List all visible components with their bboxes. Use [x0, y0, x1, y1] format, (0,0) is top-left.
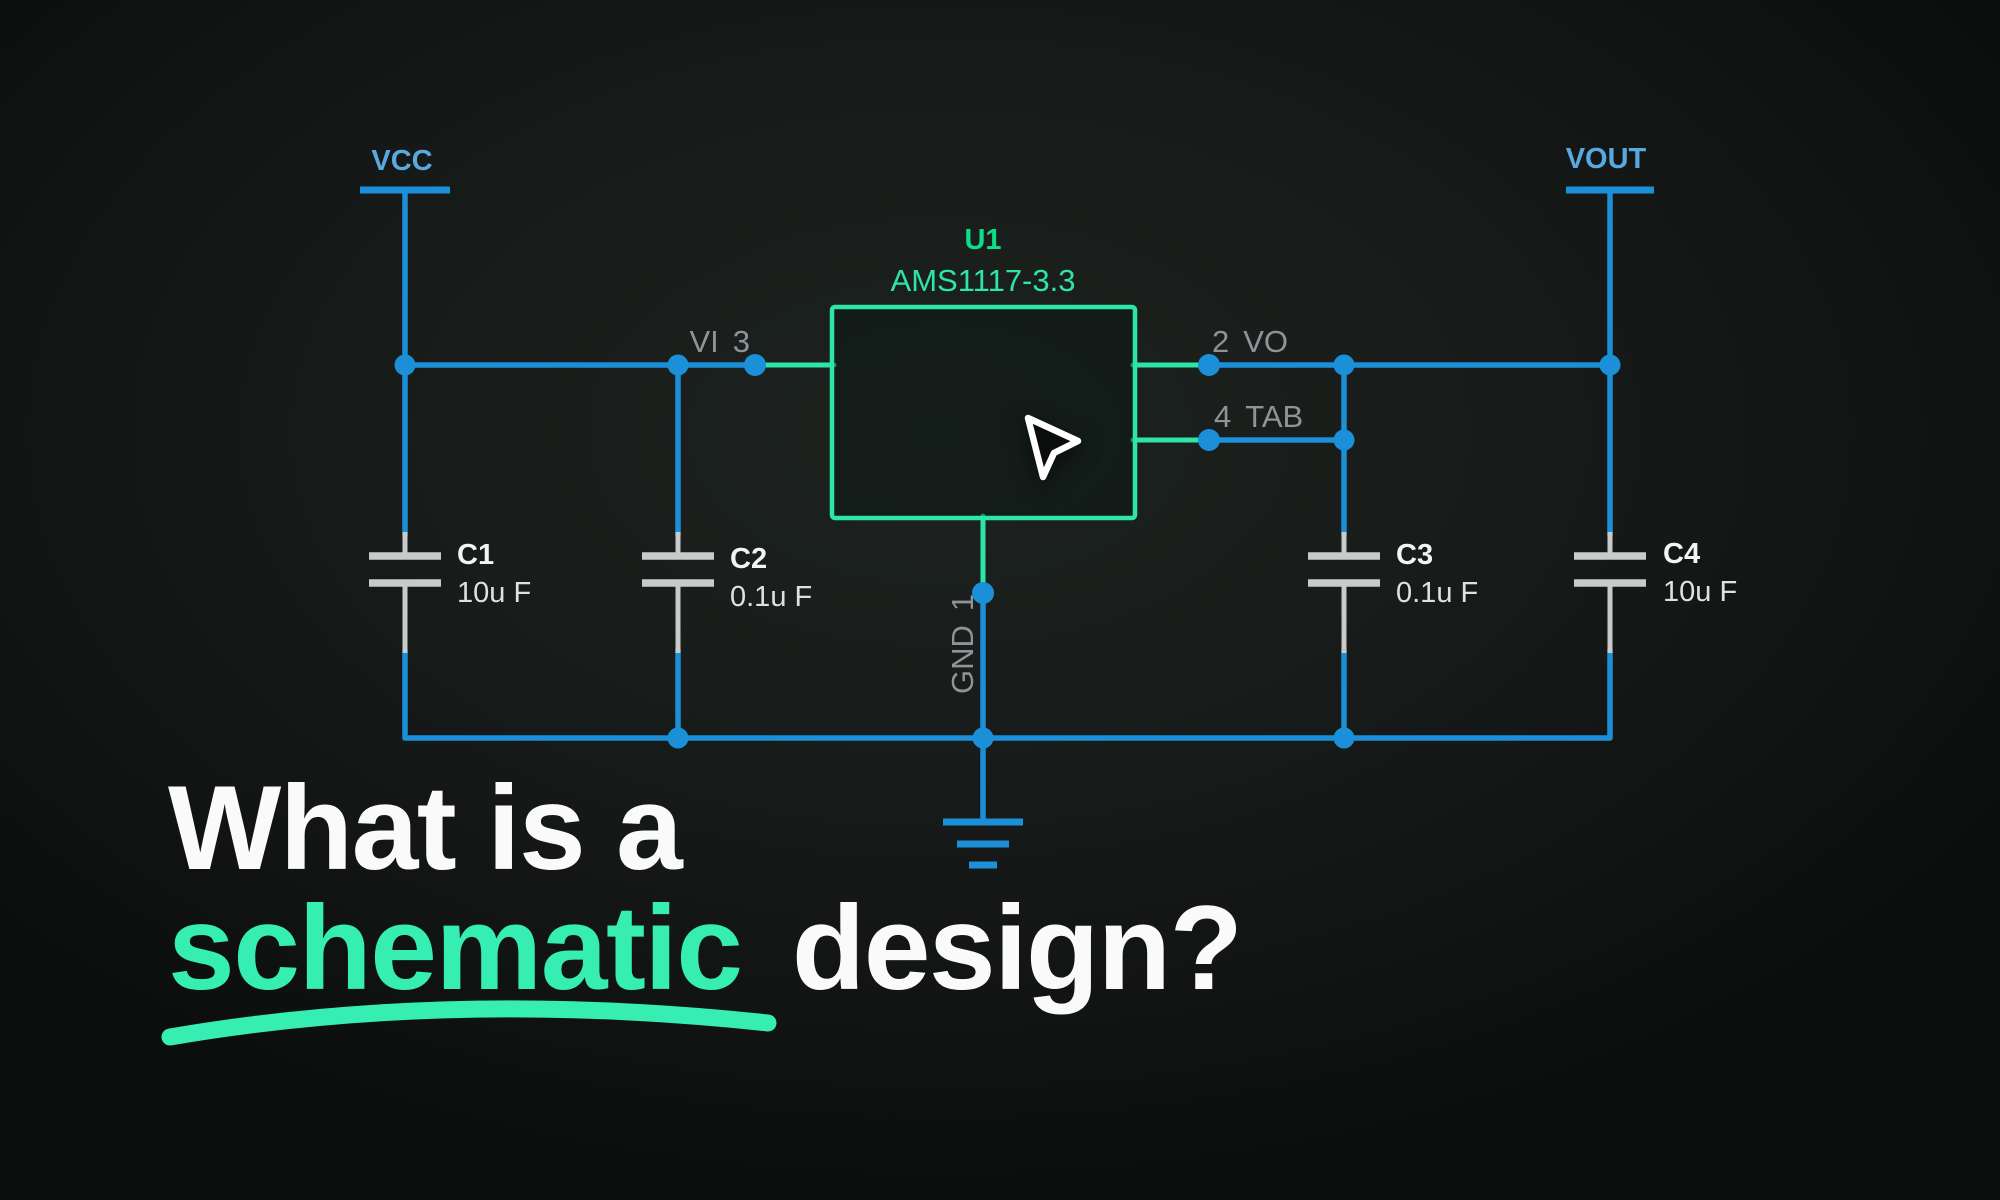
c4-value: 10u F	[1663, 576, 1737, 608]
capacitor-c3[interactable]: C3 0.1u F	[1308, 532, 1478, 653]
vcc-power-flag[interactable]: VCC	[360, 145, 450, 368]
headline-underline	[161, 1000, 777, 1046]
vout-power-flag[interactable]: VOUT	[1566, 143, 1654, 368]
junction-dots	[394, 354, 1621, 749]
capacitor-c1[interactable]: C1 10u F	[369, 532, 531, 653]
ic-part-number: AMS1117-3.3	[891, 263, 1076, 298]
pin-gnd-label: GND1	[945, 594, 980, 694]
c3-value: 0.1u F	[1396, 577, 1478, 609]
mouse-cursor-icon	[1024, 414, 1082, 481]
vcc-net-label: VCC	[371, 145, 432, 177]
capacitor-c2[interactable]: C2 0.1u F	[642, 532, 812, 653]
capacitor-c4[interactable]: C4 10u F	[1574, 532, 1737, 653]
ic-designator: U1	[964, 224, 1001, 256]
c2-value: 0.1u F	[730, 581, 812, 613]
c2-designator: C2	[730, 543, 767, 575]
wires[interactable]	[402, 362, 1613, 825]
headline-rest: design?	[791, 881, 1243, 1015]
c3-designator: C3	[1396, 539, 1433, 571]
headline-line1: What is a	[168, 761, 683, 895]
c1-value: 10u F	[457, 577, 531, 609]
c1-designator: C1	[457, 539, 494, 571]
ic-body[interactable]	[829, 304, 1138, 521]
ground-bus[interactable]	[402, 647, 1613, 741]
headline-highlight: schematic	[168, 881, 743, 1015]
c4-designator: C4	[1663, 538, 1700, 570]
vout-net-label: VOUT	[1566, 143, 1647, 175]
ground-symbol[interactable]	[943, 818, 1023, 869]
